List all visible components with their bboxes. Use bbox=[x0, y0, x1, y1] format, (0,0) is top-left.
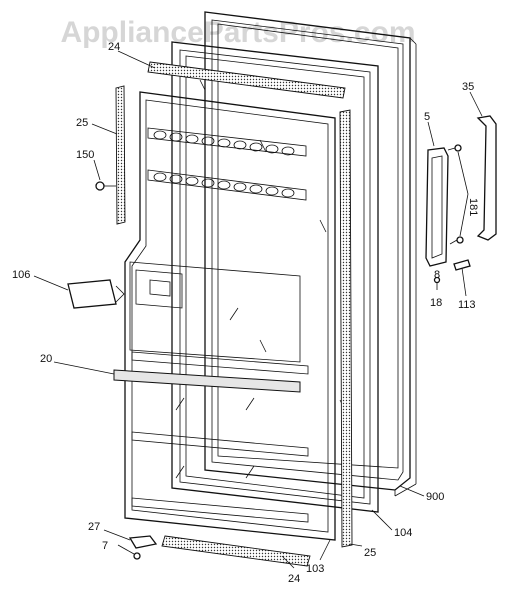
leader-lines bbox=[33, 50, 483, 569]
callout-181: 181 bbox=[467, 198, 479, 216]
screw-7 bbox=[133, 552, 141, 560]
callout-7: 7 bbox=[102, 540, 108, 552]
screw-181-lower bbox=[449, 236, 464, 245]
callout-106: 106 bbox=[12, 269, 30, 281]
screw-8 bbox=[433, 276, 441, 290]
screw-150 bbox=[95, 181, 116, 191]
callout-900: 900 bbox=[426, 491, 444, 503]
clip-113 bbox=[453, 259, 471, 271]
inner-door-liner bbox=[124, 91, 336, 541]
handle-mount-bracket bbox=[425, 147, 449, 267]
callout-24-bottom: 24 bbox=[288, 573, 300, 585]
callout-labels: 24 25 150 106 20 27 7 24 103 25 104 900 … bbox=[12, 41, 479, 585]
callout-25-left: 25 bbox=[76, 117, 88, 129]
breaker-strip-top bbox=[147, 61, 346, 99]
dairy-compartment-door bbox=[67, 279, 125, 309]
outer-door-panel bbox=[204, 11, 417, 497]
shelf-retainer-bar bbox=[113, 369, 301, 393]
callout-18: 18 bbox=[430, 297, 442, 309]
door-gasket-frame bbox=[171, 41, 379, 513]
callout-24-top: 24 bbox=[108, 41, 120, 53]
callout-104: 104 bbox=[394, 527, 412, 539]
callout-103: 103 bbox=[306, 563, 324, 575]
door-handle bbox=[476, 115, 497, 241]
egg-cup-row-lower bbox=[153, 172, 295, 198]
callout-27: 27 bbox=[88, 521, 100, 533]
callout-35: 35 bbox=[462, 81, 474, 93]
callout-25-right: 25 bbox=[364, 547, 376, 559]
breaker-strip-left bbox=[115, 85, 126, 225]
callout-8: 8 bbox=[434, 269, 440, 281]
hinge-bracket-27 bbox=[128, 535, 158, 549]
watermark-text: AppliancePartsPros.com bbox=[60, 16, 415, 49]
callout-20: 20 bbox=[40, 353, 52, 365]
callout-113: 113 bbox=[458, 299, 476, 311]
breaker-strip-right bbox=[339, 109, 353, 548]
callout-5: 5 bbox=[424, 111, 430, 123]
screw-181-upper bbox=[447, 144, 462, 152]
breaker-strip-bottom bbox=[161, 535, 311, 567]
egg-cup-row-upper bbox=[153, 130, 295, 156]
callout-150: 150 bbox=[76, 149, 94, 161]
